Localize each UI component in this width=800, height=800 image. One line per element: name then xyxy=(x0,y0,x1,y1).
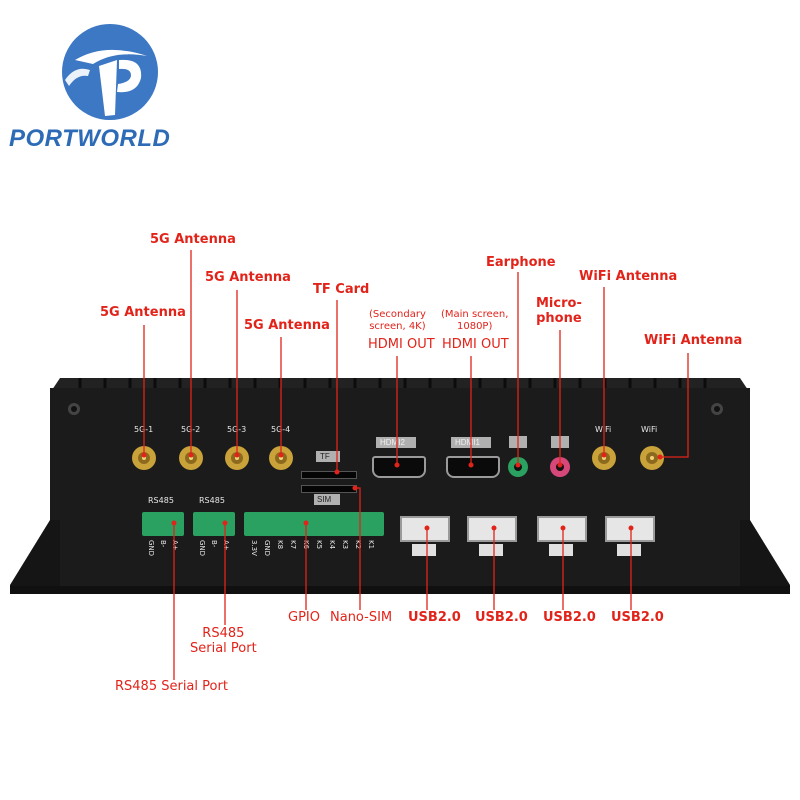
silk-5g-1: 5G-1 xyxy=(134,425,154,434)
hdmi2-silk: HDMI2 xyxy=(380,438,405,447)
rs485-terminal-b[interactable] xyxy=(193,512,235,536)
silk-5g-3: 5G-3 xyxy=(227,425,247,434)
hdmi2-port[interactable] xyxy=(372,456,426,478)
callout-hdmi1-note: (Main screen, 1080P) xyxy=(441,309,509,332)
callout-usb-2: USB2.0 xyxy=(475,610,528,625)
gpio-pin-5: K6 xyxy=(302,540,310,550)
callout-wifi-antenna-1: WiFi Antenna xyxy=(579,269,678,284)
usb-icon-3 xyxy=(549,544,573,556)
wifi-connector-1[interactable] xyxy=(588,442,620,474)
callout-wifi-antenna-2: WiFi Antenna xyxy=(644,333,743,348)
silk-5g-4: 5G-4 xyxy=(271,425,291,434)
antenna-connector-5g-3[interactable] xyxy=(221,442,253,474)
gpio-pin-9: K2 xyxy=(354,540,362,550)
gpio-pin-8: K3 xyxy=(341,540,349,550)
silk-wifi-2: WiFi xyxy=(641,425,658,434)
rs485-b-pin-3: A+ xyxy=(222,540,230,551)
rs485-a-pin-3: A+ xyxy=(171,540,179,551)
callout-rs485-serial-b: RS485 Serial Port xyxy=(115,679,228,694)
microphone-icon xyxy=(551,436,569,448)
callout-usb-3: USB2.0 xyxy=(543,610,596,625)
gpio-pin-3: K8 xyxy=(276,540,284,550)
callout-tf-card: TF Card xyxy=(313,282,370,297)
gpio-pin-7: K4 xyxy=(328,540,336,550)
rs485-terminal-a[interactable] xyxy=(142,512,184,536)
callout-microphone: Micro- phone xyxy=(536,296,582,326)
usb-port-2[interactable] xyxy=(467,516,517,542)
antenna-connector-5g-4[interactable] xyxy=(265,442,297,474)
sim-card-slot[interactable] xyxy=(301,485,357,493)
rs485-a-pin-2: B- xyxy=(159,540,167,548)
callout-5g-antenna-4: 5G Antenna xyxy=(244,318,330,333)
silk-rs485-b: RS485 xyxy=(199,496,225,505)
wifi-connector-2[interactable] xyxy=(636,442,668,474)
rs485-b-pin-1: GND xyxy=(198,540,206,557)
usb-icon-1 xyxy=(412,544,436,556)
callout-hdmi1-title: HDMI OUT xyxy=(442,337,509,352)
sim-silk: SIM xyxy=(317,495,332,504)
callout-nano-sim: Nano-SIM xyxy=(330,610,393,625)
microphone-jack[interactable] xyxy=(548,455,572,479)
earphone-jack[interactable] xyxy=(506,455,530,479)
usb-icon-2 xyxy=(479,544,503,556)
usb-port-4[interactable] xyxy=(605,516,655,542)
callout-5g-antenna-2: 5G Antenna xyxy=(150,232,236,247)
headphone-icon xyxy=(509,436,527,448)
silk-wifi-1: WiFi xyxy=(595,425,612,434)
callout-5g-antenna-3: 5G Antenna xyxy=(205,270,291,285)
callout-5g-antenna-1: 5G Antenna xyxy=(100,305,186,320)
brand-logo xyxy=(62,24,158,120)
usb-port-1[interactable] xyxy=(400,516,450,542)
gpio-pin-4: K7 xyxy=(289,540,297,550)
gpio-terminal[interactable] xyxy=(244,512,384,536)
gpio-pin-6: K5 xyxy=(315,540,323,550)
gpio-pin-10: K1 xyxy=(367,540,375,550)
rs485-a-pin-1: GND xyxy=(147,540,155,557)
callout-hdmi2-title: HDMI OUT xyxy=(368,337,435,352)
antenna-connector-5g-1[interactable] xyxy=(128,442,160,474)
silk-5g-2: 5G-2 xyxy=(181,425,201,434)
usb-port-3[interactable] xyxy=(537,516,587,542)
gpio-pin-1: 3.3V xyxy=(250,540,258,556)
callout-hdmi2-note: (Secondary screen, 4K) xyxy=(369,309,426,332)
usb-icon-4 xyxy=(617,544,641,556)
callout-rs485-serial-a: RS485 Serial Port xyxy=(190,626,257,656)
callout-usb-1: USB2.0 xyxy=(408,610,461,625)
antenna-connector-5g-2[interactable] xyxy=(175,442,207,474)
tf-label-box xyxy=(316,451,340,462)
brand-name: PORTWORLD xyxy=(9,125,171,152)
tf-silk: TF xyxy=(320,452,330,461)
silk-rs485-a: RS485 xyxy=(148,496,174,505)
callout-earphone: Earphone xyxy=(486,255,556,270)
hdmi1-port[interactable] xyxy=(446,456,500,478)
callout-gpio: GPIO xyxy=(288,610,320,625)
sim-label-box xyxy=(314,494,340,505)
hdmi2-label-box xyxy=(376,437,416,448)
hdmi1-silk: HDMI1 xyxy=(455,438,480,447)
callout-usb-4: USB2.0 xyxy=(611,610,664,625)
rs485-b-pin-2: B- xyxy=(210,540,218,548)
tf-card-slot[interactable] xyxy=(301,471,357,479)
gpio-pin-2: GND xyxy=(263,540,271,557)
